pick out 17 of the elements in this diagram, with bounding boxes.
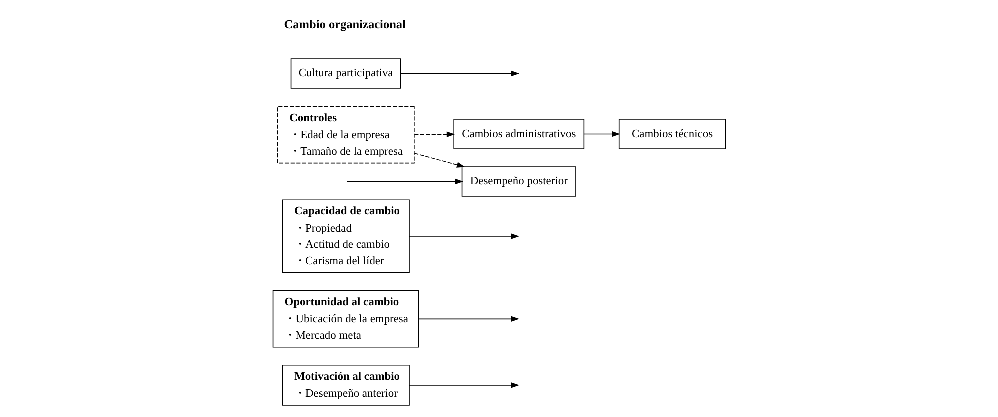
node-box: Motivación al cambio ・Desempeño anterior bbox=[282, 364, 410, 406]
arrow bbox=[400, 70, 520, 77]
arrow bbox=[408, 382, 520, 388]
label: Cambio organizacional bbox=[284, 17, 406, 32]
arrow bbox=[414, 132, 455, 138]
node-box: Cultura participativa bbox=[290, 58, 401, 89]
arrow bbox=[583, 131, 620, 138]
node-box: Cambios administrativos bbox=[453, 119, 584, 150]
arrow bbox=[408, 234, 520, 240]
node-box: Cambios técnicos bbox=[618, 119, 726, 150]
node-box: Capacidad de cambio ・Propiedad ・Actitud de cambio ・Carisma del líder bbox=[282, 200, 410, 274]
arrow bbox=[346, 178, 463, 185]
node-box: Desempeño posterior bbox=[461, 166, 576, 197]
arrow bbox=[418, 316, 520, 322]
arrow bbox=[414, 153, 465, 168]
node-box: Controles ・Edad de la empresa ・Tamaño de la empresa bbox=[276, 106, 414, 164]
node-box: Oportunidad al cambio ・Ubicación de la empresa ・Mercado meta bbox=[272, 290, 419, 348]
